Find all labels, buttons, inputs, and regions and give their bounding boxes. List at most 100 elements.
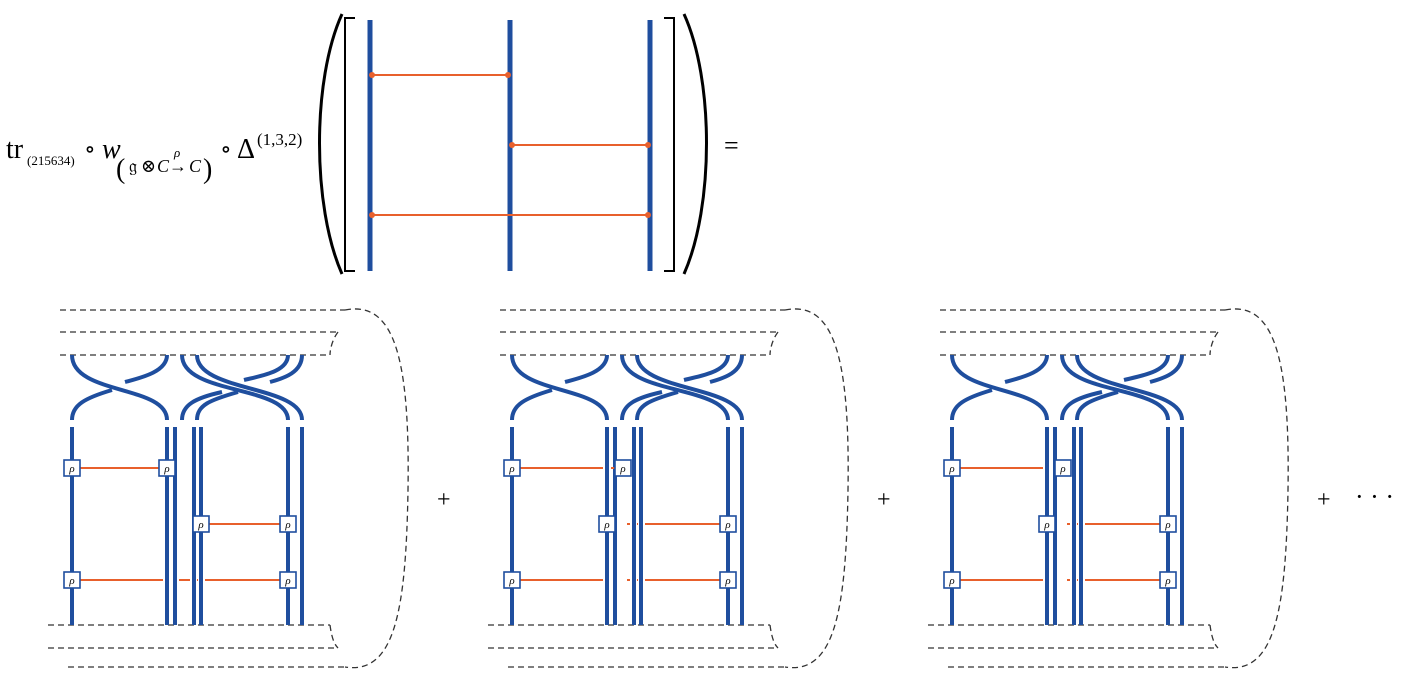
cylinder-rim-inner — [769, 624, 779, 649]
rho-box — [598, 515, 616, 533]
rho-label: ρ — [68, 575, 74, 587]
delta-superscript: (1,3,2) — [257, 130, 302, 149]
cylinder-rim-inner — [1209, 624, 1219, 649]
braid-strand — [1060, 390, 1103, 421]
big-paren-right — [682, 13, 708, 275]
rho-label: ρ — [1059, 463, 1065, 475]
compose-symbol: ∘ — [84, 137, 96, 163]
rho-box — [158, 459, 176, 477]
plus-sign: + — [1317, 487, 1331, 513]
rho-box — [1038, 515, 1056, 533]
rho-box — [192, 515, 210, 533]
compose-symbol-2: ∘ — [220, 137, 232, 163]
frak-g: 𝔤 — [129, 156, 137, 176]
braid-strand — [950, 354, 1049, 421]
rho-over-arrow: ρ — [173, 145, 180, 160]
cylinder-rim-inner — [329, 331, 339, 356]
rho-box — [1054, 459, 1072, 477]
equals-sign: = — [724, 131, 739, 160]
rho-box — [279, 571, 297, 589]
cylinder-term: ρ ρ ρ ρ ρ ρ + — [928, 308, 1331, 669]
rho-label: ρ — [724, 575, 730, 587]
cylinder-rim-inner — [1209, 331, 1219, 356]
top-chord-diagram — [318, 13, 708, 275]
braid-strand — [70, 388, 113, 421]
big-paren-left — [318, 13, 344, 275]
braid-strand — [635, 354, 744, 421]
braid-strand — [269, 354, 304, 384]
cylinder-rim-inner — [329, 624, 339, 649]
cylinder-rim-inner — [769, 331, 779, 356]
braid-strand — [510, 388, 553, 421]
chord-endpoint — [509, 142, 515, 148]
rho-label: ρ — [163, 463, 169, 475]
cylinder-rim — [784, 308, 849, 669]
rho-label: ρ — [197, 519, 203, 531]
rho-box — [614, 459, 632, 477]
rho-box — [1159, 571, 1177, 589]
rho-box — [719, 571, 737, 589]
rho-label: ρ — [68, 463, 74, 475]
plus-sign: + — [877, 487, 891, 513]
rho-box — [63, 571, 81, 589]
cylinder-rim — [1224, 308, 1289, 669]
braid-strand — [1075, 390, 1119, 421]
sub-paren-close: ) — [203, 154, 212, 185]
bracket-left — [344, 17, 355, 272]
braid-strand — [1075, 354, 1184, 421]
rho-label: ρ — [724, 519, 730, 531]
rho-label: ρ — [284, 519, 290, 531]
braid-strand — [243, 354, 290, 382]
cylinder-rim — [344, 308, 409, 669]
braid-strand — [950, 388, 993, 421]
chord-endpoint — [645, 142, 651, 148]
c-symbol-1: C — [157, 156, 170, 176]
rho-box — [1159, 515, 1177, 533]
rho-box — [503, 571, 521, 589]
rho-box — [943, 459, 961, 477]
rho-label: ρ — [948, 575, 954, 587]
braid-strand — [510, 354, 609, 421]
rho-label: ρ — [1164, 519, 1170, 531]
rho-label: ρ — [1043, 519, 1049, 531]
braid-strand — [564, 354, 609, 384]
chord-endpoint — [369, 72, 375, 78]
w-symbol: w — [102, 134, 121, 165]
rho-label: ρ — [948, 463, 954, 475]
rho-label: ρ — [284, 575, 290, 587]
braid-strand — [1149, 354, 1184, 384]
braid-strand — [620, 354, 730, 421]
braid-strand — [180, 354, 290, 421]
trace-symbol: tr — [6, 134, 24, 165]
plus-sign: + — [437, 487, 451, 513]
rho-box — [63, 459, 81, 477]
chord-endpoint — [369, 212, 375, 218]
delta-symbol: Δ — [237, 134, 255, 165]
rho-box — [503, 459, 521, 477]
braid-strand — [124, 354, 169, 384]
braid-strand — [1060, 354, 1170, 421]
braid-strand — [620, 390, 663, 421]
rho-label: ρ — [1164, 575, 1170, 587]
braid-strand — [1123, 354, 1170, 382]
braid-strand — [709, 354, 744, 384]
formula: tr (215634) ∘ w ( 𝔤 ⊗ C ρ → C ) ∘ Δ (1,3… — [6, 130, 739, 185]
braid-strand — [180, 390, 223, 421]
rho-box — [719, 515, 737, 533]
ellipsis: · · · — [1355, 482, 1394, 511]
braid-strand — [195, 354, 304, 421]
c-symbol-2: C — [189, 156, 202, 176]
braid-strand — [195, 390, 239, 421]
cylinder-term: ρ ρ ρ ρ ρ ρ + — [48, 308, 451, 669]
rho-box — [279, 515, 297, 533]
chord-endpoint — [505, 72, 511, 78]
chord-endpoint — [645, 212, 651, 218]
braid-strand — [683, 354, 730, 382]
rho-label: ρ — [508, 463, 514, 475]
bracket-right — [664, 17, 675, 272]
rho-label: ρ — [619, 463, 625, 475]
rho-label: ρ — [508, 575, 514, 587]
trace-subscript: (215634) — [27, 153, 75, 168]
